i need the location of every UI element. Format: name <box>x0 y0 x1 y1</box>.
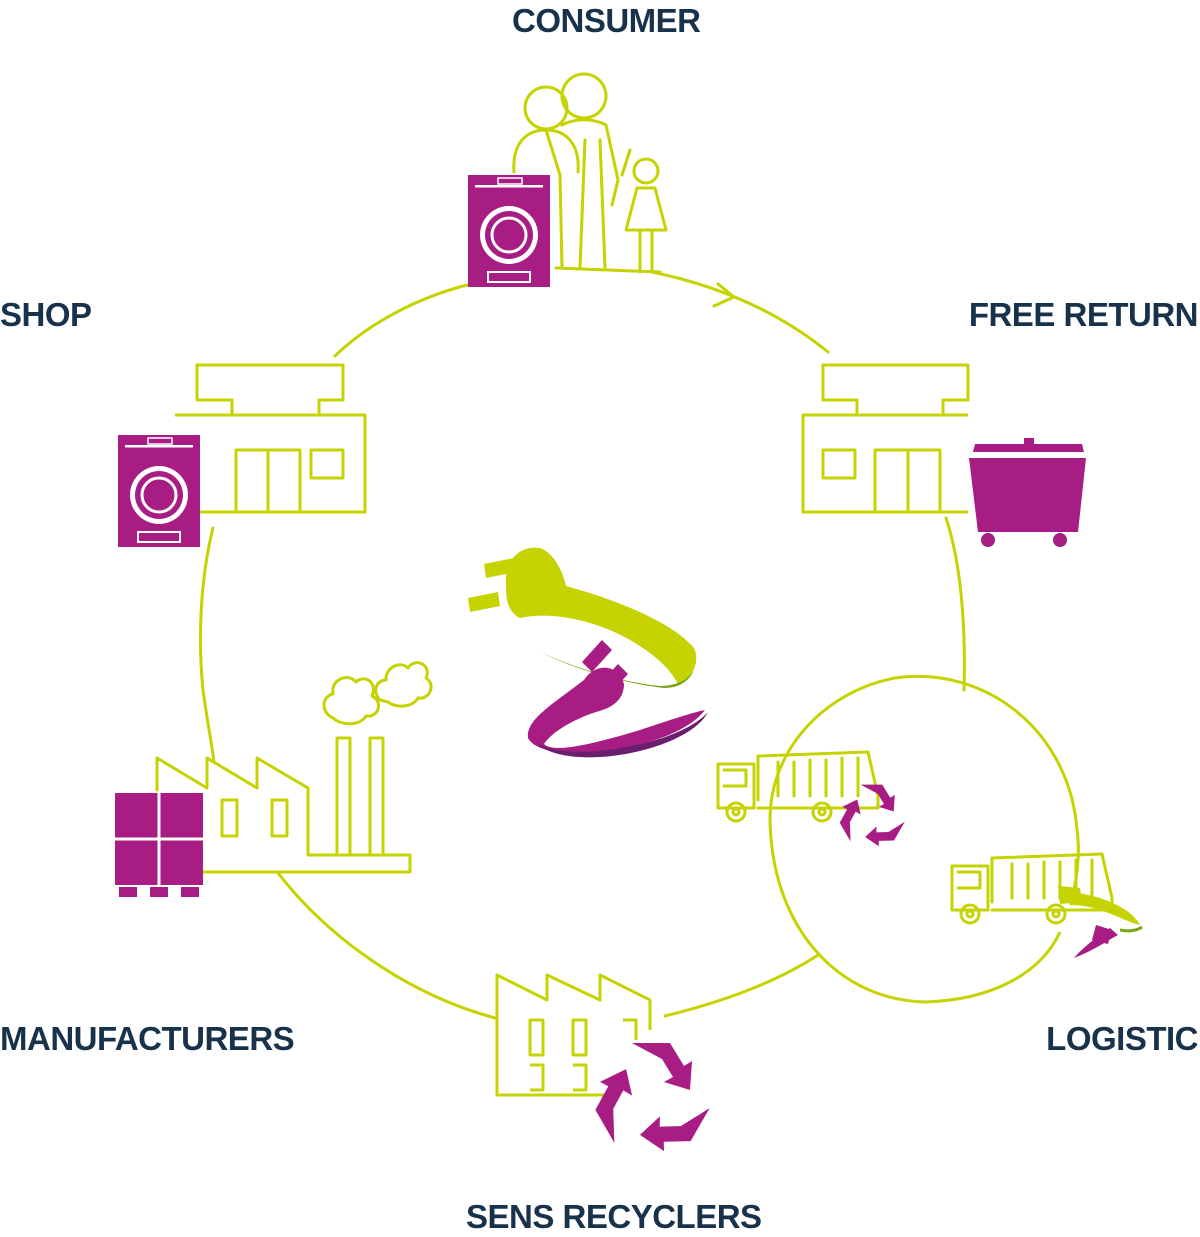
stage-label-sens-recyclers: SENS RECYCLERS <box>466 1198 762 1235</box>
recycle-icon <box>584 1043 710 1161</box>
factory-icon <box>155 661 433 874</box>
shop-icon <box>175 363 367 514</box>
small-plug-loop-icon <box>1058 886 1143 958</box>
washing-machine-icon <box>116 433 202 549</box>
stage-label-shop: SHOP <box>0 296 92 333</box>
truck-icon <box>950 852 1114 925</box>
flow-arrow-icon <box>712 282 736 308</box>
recycling-plant-icon <box>495 973 652 1097</box>
stage-label-free-return: FREE RETURN <box>968 296 1199 333</box>
waste-bin-icon <box>969 438 1086 547</box>
stage-label-logistic: LOGISTIC <box>1046 1020 1198 1057</box>
stage-label-consumer: CONSUMER <box>512 2 701 39</box>
recycle-icon <box>833 784 905 852</box>
stage-label-manufacturers: MANUFACTURERS <box>0 1020 295 1057</box>
plug-loop-icon <box>468 547 708 758</box>
cycle-ring <box>198 270 966 1020</box>
logistic-circle <box>768 675 1080 1004</box>
washing-machine-icon <box>466 173 552 289</box>
pallet-boxes-icon <box>115 793 203 897</box>
return-point-icon <box>801 363 970 514</box>
